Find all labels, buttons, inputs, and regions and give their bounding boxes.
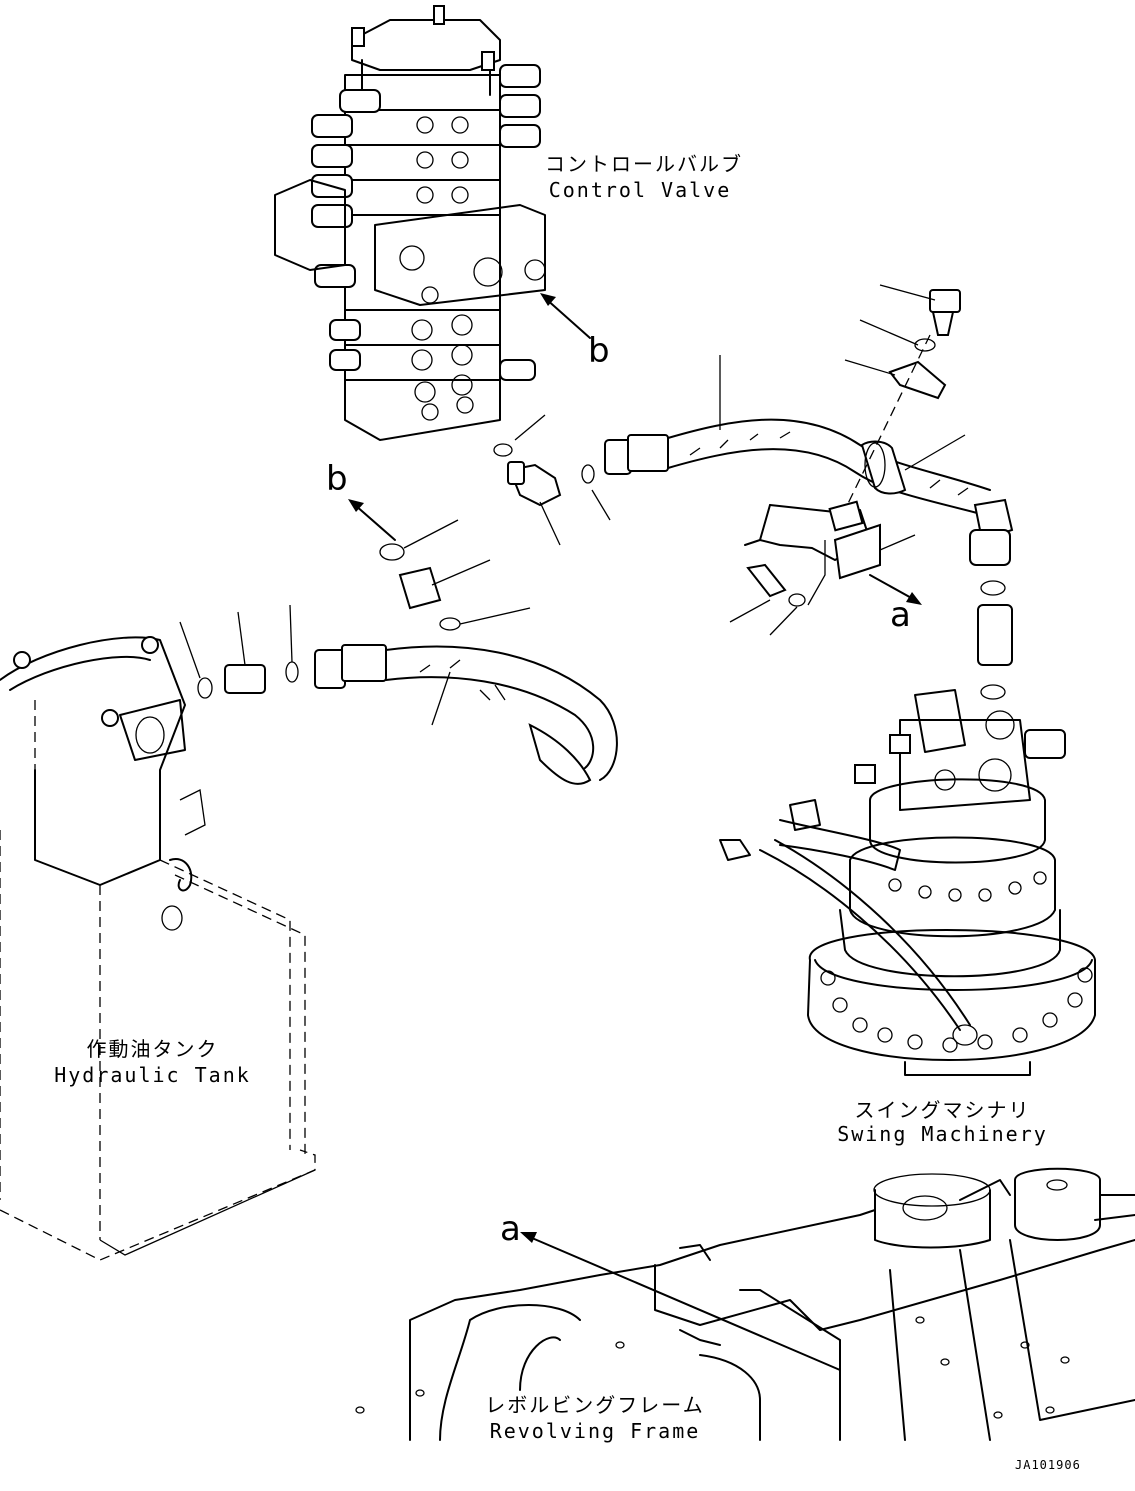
control-valve-label-en: Control Valve [548, 178, 732, 202]
fittings-hoses [179, 284, 1014, 785]
revolving-frame-label-jp: レボルビングフレーム [485, 1393, 705, 1417]
drawing-code: JA101906 [1015, 1458, 1081, 1472]
hydraulic-tank [0, 636, 316, 1261]
control-valve [274, 5, 591, 441]
swing-machinery-label-en: Swing Machinery [837, 1122, 1048, 1146]
swing-machinery-label-jp: スイングマシナリ [854, 1098, 1031, 1122]
control-valve-label-jp: コントロールバルブ [545, 152, 743, 176]
hydraulic-tank-label-en: Hydraulic Tank [54, 1063, 251, 1087]
ref-letter-b-valve: b [588, 331, 610, 371]
ref-letter-a-frame: a [500, 1209, 521, 1249]
swing-machinery [719, 689, 1096, 1076]
revolving-frame [355, 1167, 1135, 1441]
ref-letter-b-elbow: b [326, 459, 348, 499]
ref-letter-a-bracket: a [890, 595, 911, 635]
revolving-frame-label-en: Revolving Frame [489, 1419, 701, 1443]
hydraulic-tank-label-jp: 作動油タンク [86, 1037, 219, 1061]
